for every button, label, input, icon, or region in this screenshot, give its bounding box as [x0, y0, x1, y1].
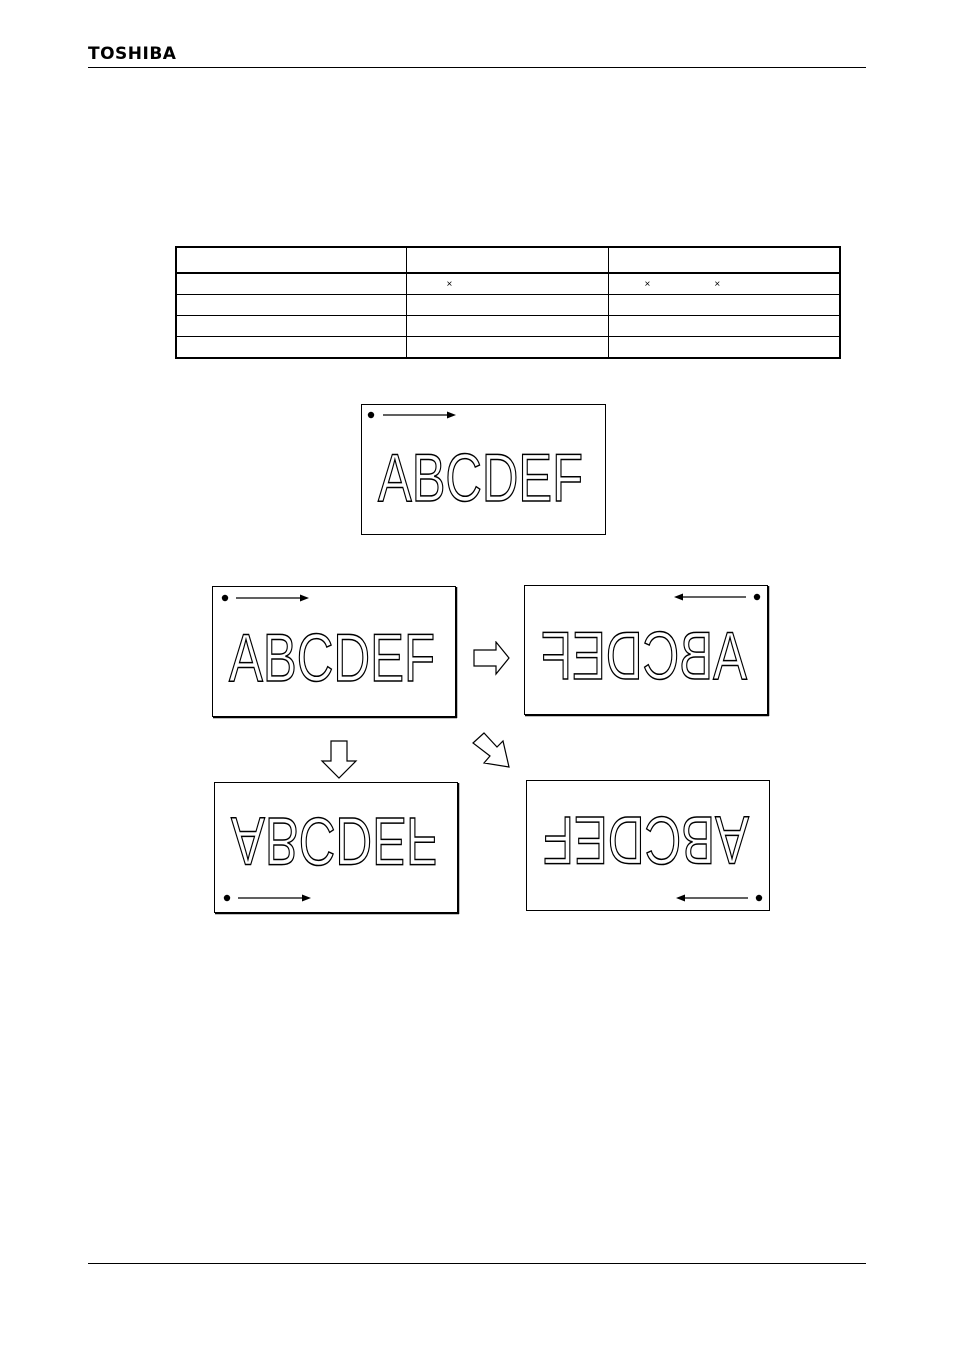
table-row: × ×× [175, 272, 841, 295]
table-cell [175, 294, 407, 316]
table-cell [175, 315, 407, 337]
dot-icon [367, 411, 375, 419]
table-cell [175, 272, 407, 295]
arrow-icon [383, 411, 456, 419]
table-cell: ×× [607, 272, 841, 295]
table-cell [405, 315, 609, 337]
hollow-arrow-icon [472, 641, 512, 677]
sample-text: ABCDEF [541, 618, 747, 694]
header-rule [88, 67, 186, 68]
sample-text: ABCDEF [231, 803, 437, 879]
spec-table: × ×× [175, 246, 841, 359]
arrow-icon [238, 894, 311, 902]
arrow-icon [674, 593, 746, 601]
hollow-arrow-icon [320, 739, 360, 781]
arrow-icon [236, 594, 309, 602]
times-sign: × [446, 278, 453, 290]
table-cell [175, 336, 407, 359]
footer-rule [88, 1263, 866, 1264]
table-cell [607, 315, 841, 337]
dot-icon [223, 894, 231, 902]
table-cell [175, 246, 407, 274]
table-row [175, 294, 841, 316]
dot-icon [221, 594, 229, 602]
table-cell [607, 246, 841, 274]
sample-text: ABCDEF [543, 802, 749, 878]
table-cell [607, 336, 841, 359]
display-panel-flipped-vertical: ABCDEF [214, 782, 460, 915]
table-cell [405, 294, 609, 316]
table-cell [405, 336, 609, 359]
company-logo: TOSHIBA [88, 44, 177, 64]
display-panel-normal: ABCDEF [361, 404, 606, 535]
dot-icon [755, 894, 763, 902]
display-panel-rotated: ABCDEF [526, 780, 772, 913]
sample-text: ABCDEF [229, 620, 435, 696]
dot-icon [753, 593, 761, 601]
table-cell [405, 246, 609, 274]
table-cell: × [405, 272, 609, 295]
display-panel-normal: ABCDEF [212, 586, 458, 719]
times-sign: × [714, 278, 721, 290]
sample-text: ABCDEF [378, 440, 583, 516]
table-header-row [175, 246, 841, 274]
table-cell [607, 294, 841, 316]
table-row [175, 315, 841, 337]
arrow-icon [676, 894, 748, 902]
display-panel-mirrored-horizontal: ABCDEF [524, 585, 770, 717]
header-rule [186, 67, 866, 68]
times-sign: × [644, 278, 651, 290]
table-row [175, 336, 841, 359]
hollow-arrow-icon [471, 731, 515, 775]
